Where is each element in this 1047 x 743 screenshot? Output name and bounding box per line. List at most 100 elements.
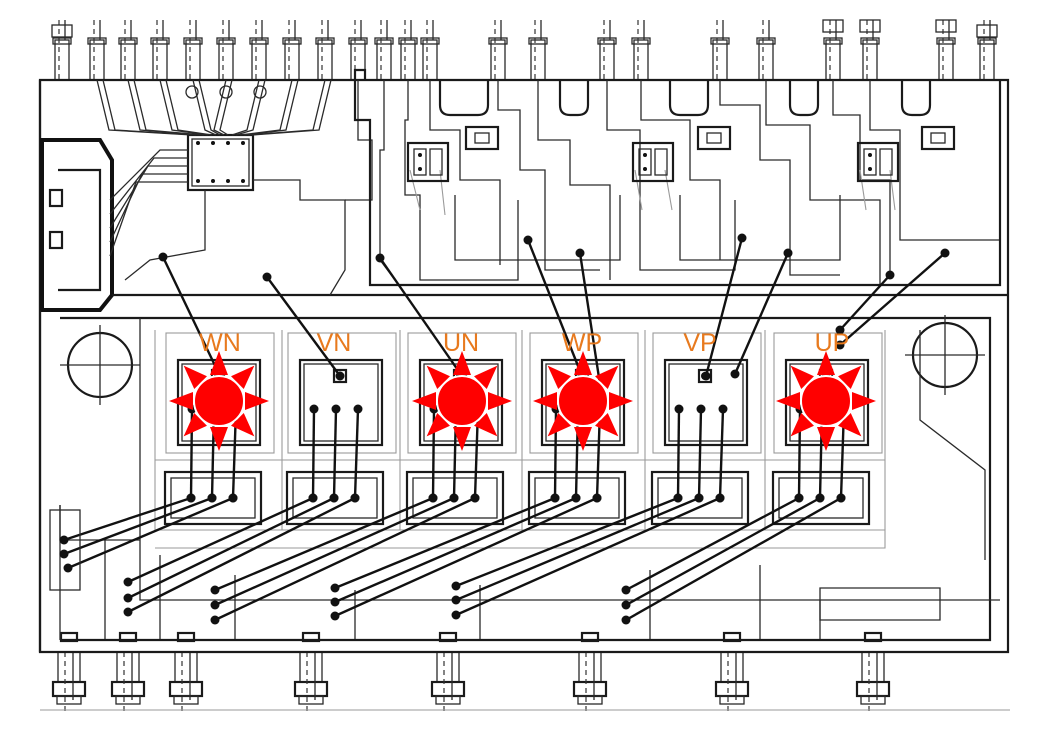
ic-trace bbox=[235, 79, 266, 136]
bond-wire bbox=[127, 496, 314, 584]
hotspot-ray bbox=[817, 351, 835, 375]
bond-point bbox=[308, 493, 318, 503]
bond-point bbox=[335, 371, 345, 381]
bond-point bbox=[350, 493, 360, 503]
bond-point bbox=[737, 233, 747, 243]
bond-point bbox=[123, 607, 133, 617]
ic-pad bbox=[226, 141, 230, 145]
bond-point bbox=[885, 270, 895, 280]
top-pin bbox=[631, 20, 651, 81]
chip-label-un: UN bbox=[443, 329, 479, 357]
ic-trace bbox=[198, 79, 221, 136]
top-pin bbox=[977, 20, 997, 81]
top-pin bbox=[282, 20, 302, 81]
bond-wire bbox=[266, 276, 341, 377]
hotspot-wn bbox=[169, 351, 269, 451]
top-pin-head bbox=[51, 24, 73, 38]
bond-point bbox=[63, 563, 73, 573]
bond-wire bbox=[161, 256, 222, 377]
hotspot-ray bbox=[790, 365, 814, 389]
hotspot-ray bbox=[453, 427, 471, 451]
top-pin bbox=[756, 20, 776, 81]
bond-point bbox=[330, 583, 340, 593]
bond-wire bbox=[334, 496, 598, 618]
ic-pad bbox=[211, 179, 215, 183]
ic-pad bbox=[211, 141, 215, 145]
hotspot-ray bbox=[426, 413, 450, 437]
bond-point bbox=[375, 253, 385, 263]
ic-pad bbox=[241, 179, 245, 183]
bond-wire bbox=[67, 496, 234, 570]
ic-trace bbox=[109, 165, 188, 229]
hotspot-ray bbox=[838, 365, 862, 389]
ic-trace bbox=[102, 79, 197, 136]
bond-wire bbox=[625, 496, 821, 607]
lead bbox=[634, 169, 643, 211]
hotspot-wp bbox=[533, 351, 633, 451]
bond-wire bbox=[839, 252, 946, 346]
bottom-terminal bbox=[110, 631, 146, 712]
bottom-terminal bbox=[293, 631, 329, 712]
bond-point bbox=[783, 248, 793, 258]
gate-trace bbox=[497, 80, 600, 271]
top-pin bbox=[118, 20, 138, 81]
bond-wire bbox=[214, 496, 476, 622]
bond-wire bbox=[334, 496, 556, 590]
chip-label-up: UP bbox=[815, 329, 850, 357]
chip-frames bbox=[154, 330, 886, 530]
top-pin-head bbox=[935, 19, 957, 33]
hotspot-ray bbox=[210, 351, 228, 375]
bond-point bbox=[835, 325, 845, 335]
bond-point bbox=[210, 600, 220, 610]
gate-trace bbox=[404, 80, 519, 281]
ic-trace bbox=[109, 181, 188, 257]
bottom-terminal bbox=[51, 631, 87, 712]
bond-wire bbox=[332, 408, 338, 499]
bond-point bbox=[123, 577, 133, 587]
hotspot-core bbox=[800, 375, 852, 427]
ic-pad bbox=[196, 179, 200, 183]
hotspot-core bbox=[557, 375, 609, 427]
bond-point bbox=[228, 493, 238, 503]
bond-point bbox=[330, 597, 340, 607]
driver-block bbox=[631, 141, 675, 183]
module-outline bbox=[38, 68, 1010, 654]
pad-inner bbox=[706, 132, 722, 144]
gate-trace bbox=[537, 80, 611, 280]
ic-trace bbox=[253, 179, 346, 296]
bond-point bbox=[523, 235, 533, 245]
hotspot-ray bbox=[412, 392, 436, 410]
top-pin bbox=[528, 20, 548, 81]
ic-trace bbox=[219, 79, 233, 136]
bond-point bbox=[309, 404, 319, 414]
gate-trace bbox=[869, 80, 1000, 241]
hotspot-ray bbox=[183, 365, 207, 389]
top-pin bbox=[936, 20, 956, 81]
ic-trace bbox=[109, 149, 188, 201]
top-pin bbox=[150, 20, 170, 81]
top-pin bbox=[216, 20, 236, 81]
hotspot-ray bbox=[474, 365, 498, 389]
chip-label-vp: VP bbox=[683, 329, 716, 357]
bond-wire bbox=[214, 496, 455, 607]
bond-point bbox=[207, 493, 217, 503]
ic-trace bbox=[133, 79, 205, 136]
bond-point bbox=[451, 581, 461, 591]
bond-point bbox=[353, 404, 363, 414]
bond-point bbox=[330, 611, 340, 621]
bond-wire bbox=[334, 496, 577, 604]
top-pin bbox=[52, 20, 72, 81]
top-pin bbox=[710, 20, 730, 81]
hotspot-ray bbox=[474, 413, 498, 437]
top-pin bbox=[823, 20, 843, 81]
gate-frame bbox=[454, 195, 621, 261]
bond-point bbox=[158, 252, 168, 262]
bond-point bbox=[451, 610, 461, 620]
bond-wire bbox=[379, 257, 463, 377]
bond-wire bbox=[676, 408, 681, 499]
ic-pad bbox=[241, 141, 245, 145]
chip-labels: WN VN UN WP VP UP bbox=[199, 329, 849, 357]
bond-point bbox=[575, 248, 585, 258]
gate-trace bbox=[765, 80, 881, 285]
plate bbox=[155, 529, 886, 549]
